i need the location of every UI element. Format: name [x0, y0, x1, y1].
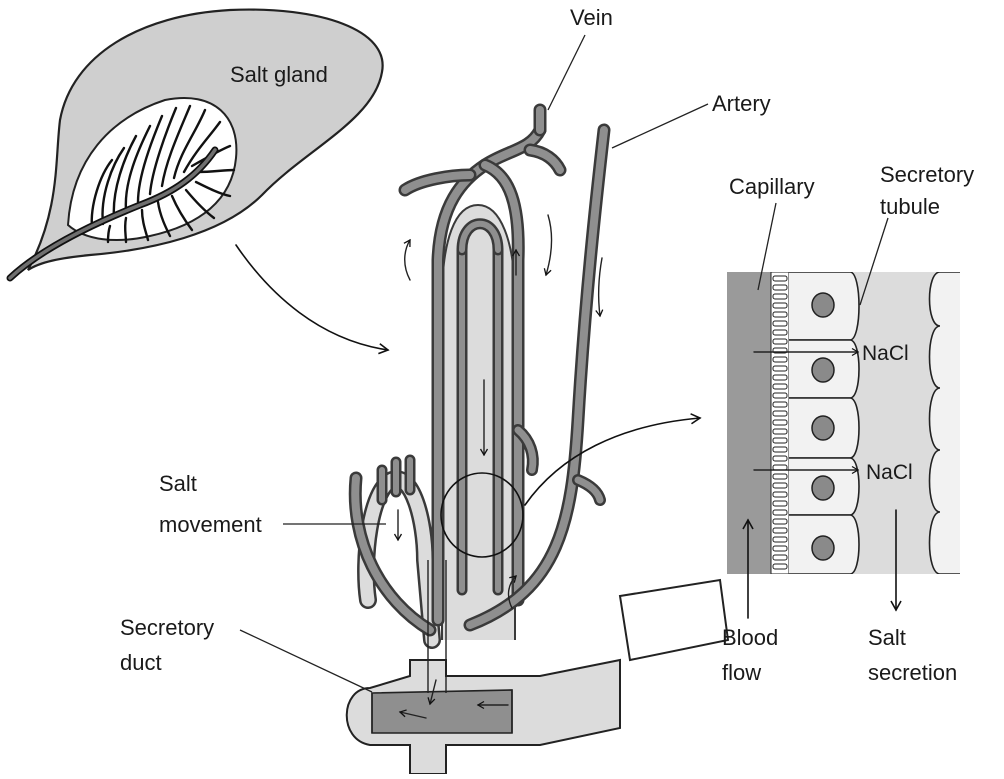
capillary-strip	[727, 272, 771, 574]
cell-nucleus	[812, 536, 834, 560]
capillary-wall-tooth	[773, 366, 787, 371]
capillary-wall-tooth	[773, 330, 787, 335]
capillary-wall-tooth	[773, 339, 787, 344]
secretory-duct-lumen	[372, 690, 512, 733]
blood-flow-label-line2: flow	[722, 660, 761, 685]
nacl-label-bottom: NaCl	[866, 461, 913, 484]
capillary-wall-tooth	[773, 429, 787, 434]
capillary-wall-tooth	[773, 519, 787, 524]
secretory-tubule-label-line2: tubule	[880, 194, 940, 219]
capillary-wall-tooth	[773, 375, 787, 380]
capillary-wall-tooth	[773, 447, 787, 452]
capillary-wall-tooth	[773, 510, 787, 515]
capillary-wall-tooth	[773, 438, 787, 443]
secretory-duct-label-line1: Secretory	[120, 615, 214, 640]
zoom-arrow-to-lobule	[236, 245, 388, 350]
nacl-label-top: NaCl	[862, 342, 909, 365]
salt-secretion-label-line2: secretion	[868, 660, 957, 685]
capillary-label: Capillary	[729, 174, 815, 199]
cell-detail-panel: NaCl NaCl	[727, 272, 960, 618]
capillary-wall-tooth	[773, 555, 787, 560]
cell-nucleus	[812, 358, 834, 382]
capillary-wall-tooth	[773, 294, 787, 299]
capillary-wall-tooth	[773, 420, 787, 425]
capillary-wall-tooth	[773, 501, 787, 506]
cell-nucleus	[812, 293, 834, 317]
capillary-wall-tooth	[773, 393, 787, 398]
salt-gland-label: Salt gland	[230, 62, 328, 87]
vein-label: Vein	[570, 5, 613, 30]
salt-gland-illustration: Salt gland	[10, 10, 383, 278]
capillary-wall-tooth	[773, 483, 787, 488]
secretory-duct-label-line2: duct	[120, 650, 162, 675]
capillary-wall-tooth	[773, 411, 787, 416]
capillary-wall-tooth	[773, 465, 787, 470]
secretory-duct-illustration	[347, 560, 728, 774]
capillary-wall-tooth	[773, 537, 787, 542]
salt-secretion-label-line1: Salt	[868, 625, 906, 650]
capillary-wall-tooth	[773, 303, 787, 308]
cell-nucleus	[812, 416, 834, 440]
secretory-tubule-loop	[442, 205, 515, 640]
artery-label: Artery	[712, 91, 771, 116]
secretory-tubule-label-line1: Secretory	[880, 162, 974, 187]
salt-movement-label-line1: Salt	[159, 471, 197, 496]
capillary-wall-tooth	[773, 528, 787, 533]
capillary-wall-tooth	[773, 492, 787, 497]
secretory-lobule	[355, 110, 604, 640]
zoom-arrow-to-cell-detail	[525, 418, 700, 505]
capillary-wall-tooth	[773, 357, 787, 362]
capillary-wall-tooth	[773, 384, 787, 389]
salt-movement-label-line2: movement	[159, 512, 262, 537]
capillary-wall-tooth	[773, 546, 787, 551]
capillary-wall-tooth	[773, 276, 787, 281]
capillary-wall-tooth	[773, 474, 787, 479]
cell-nucleus	[812, 476, 834, 500]
capillary-wall-tooth	[773, 321, 787, 326]
capillary-wall-tooth	[773, 564, 787, 569]
capillary-wall-tooth	[773, 285, 787, 290]
blood-flow-label-line1: Blood	[722, 625, 778, 650]
capillary-wall-tooth	[773, 402, 787, 407]
capillary-wall-tooth	[773, 312, 787, 317]
capillary-wall-tooth	[773, 456, 787, 461]
